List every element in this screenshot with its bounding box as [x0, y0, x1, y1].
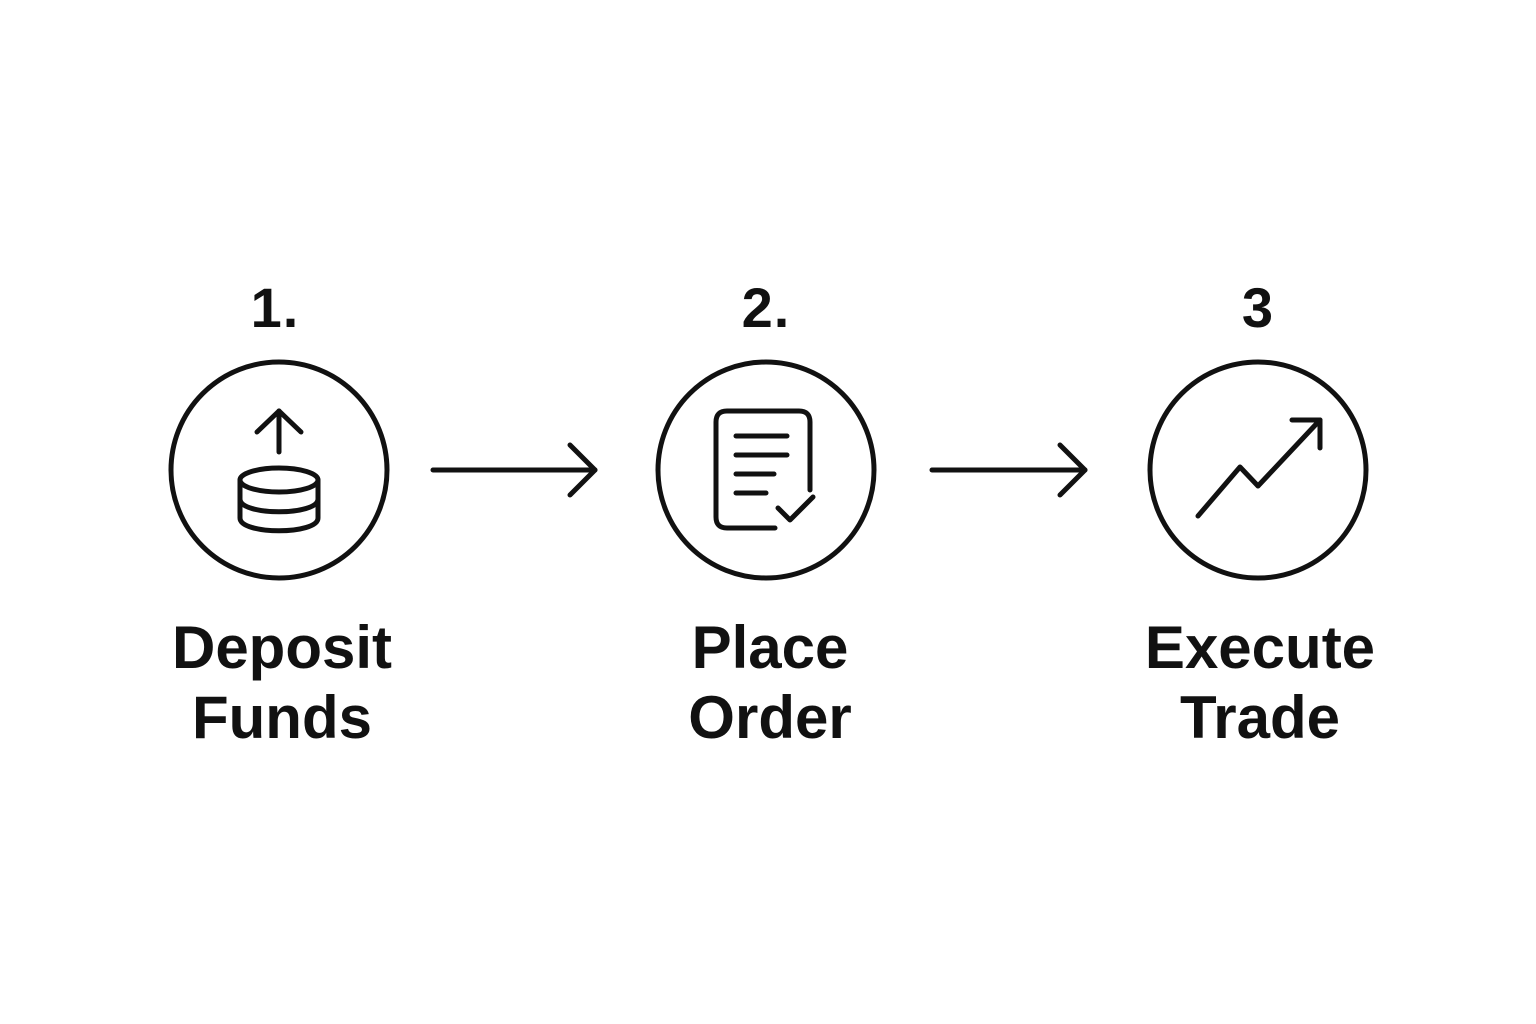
- step-3-label-line1: Execute: [1144, 614, 1376, 681]
- step-1-label: Deposit Funds: [132, 613, 432, 753]
- step-3-label: Execute Trade: [1110, 613, 1410, 753]
- step-2-circle: [655, 359, 877, 581]
- step-3-number: 3: [1241, 276, 1275, 339]
- step-1-label-line2: Funds: [192, 684, 372, 751]
- step-3-label-line2: Trade: [1179, 684, 1341, 751]
- arrow-right-icon: [929, 442, 1088, 498]
- step-1-node: [168, 359, 390, 581]
- step-2-node: [655, 359, 877, 581]
- step-2-number: 2.: [741, 276, 791, 339]
- step-3-circle: [1147, 359, 1369, 581]
- step-2-label: Place Order: [620, 613, 920, 753]
- step-2-label-line1: Place: [691, 614, 849, 681]
- step-1-number: 1.: [250, 276, 300, 339]
- step-2-label-line2: Order: [688, 684, 852, 751]
- trend-up-arrow-icon: [1195, 417, 1323, 519]
- step-1-label-line1: Deposit: [171, 614, 393, 681]
- step-1-circle: [168, 359, 390, 581]
- order-document-check-icon: [713, 408, 816, 531]
- step-3-node: [1147, 359, 1369, 581]
- coin-stack-deposit-icon: [237, 408, 321, 534]
- arrow-right-icon: [430, 442, 598, 498]
